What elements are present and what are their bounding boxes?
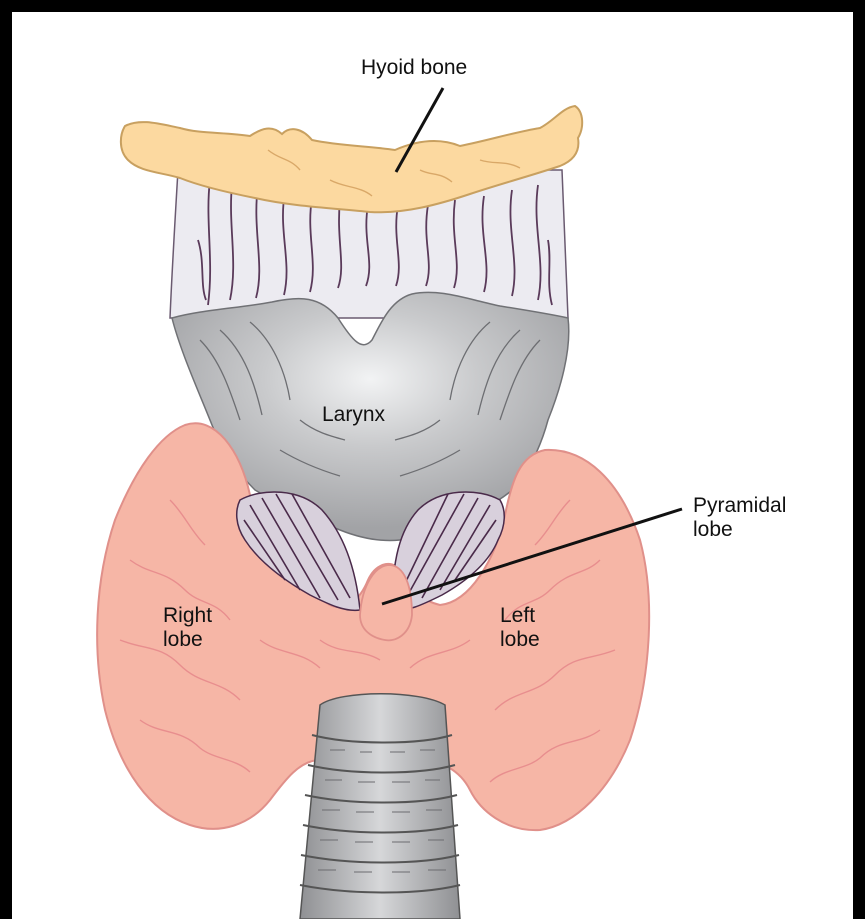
- larynx-label: Larynx: [322, 403, 385, 427]
- right-lobe-label: Right lobe: [163, 604, 212, 652]
- hyoid-bone-label: Hyoid bone: [361, 56, 467, 80]
- pyramidal-lobe-label: Pyramidal lobe: [693, 494, 786, 542]
- trachea: [300, 694, 460, 919]
- left-lobe-label: Left lobe: [500, 604, 540, 652]
